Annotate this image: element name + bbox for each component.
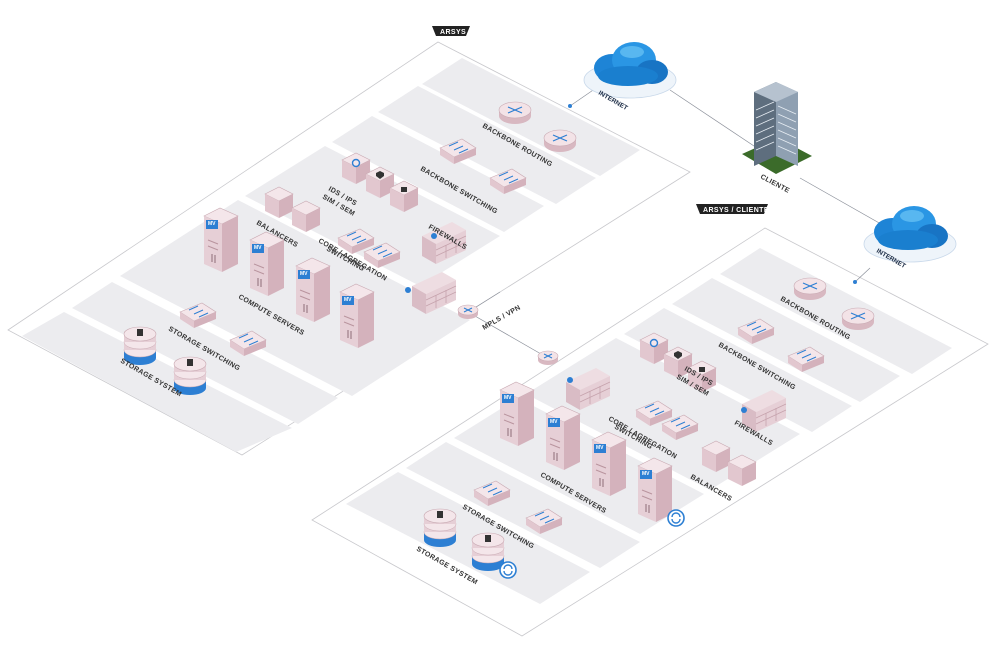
band-storage-switching (72, 282, 338, 424)
fire-icon (405, 287, 411, 293)
router-icon (543, 129, 577, 153)
fire-icon (567, 377, 573, 383)
shield-glyph-icon (674, 351, 682, 359)
band-backbone-switching (378, 86, 596, 204)
mpls-router-icon (457, 304, 479, 320)
band-storage-system (22, 312, 292, 452)
database-icon (423, 508, 457, 548)
shield-glyph-icon (376, 171, 384, 179)
band-security-r (624, 308, 852, 432)
server-icon (499, 381, 535, 447)
band-security (332, 116, 544, 232)
vm-badge: MV (344, 297, 352, 303)
tag-arsys-cliente-label: ARSYS / CLIENTE (703, 207, 769, 214)
tag-arsys-cliente: ARSYS / CLIENTE (696, 204, 769, 214)
cliente-label: CLIENTE (759, 174, 791, 195)
vm-badge: MV (642, 471, 650, 477)
fire-icon (741, 407, 747, 413)
server-icon (591, 431, 627, 497)
database-icon (471, 532, 505, 572)
building-icon: CLIENTE (742, 82, 812, 195)
vm-badge: MV (208, 221, 216, 227)
server-icon (545, 405, 581, 471)
vm-badge: MV (504, 395, 512, 401)
router-icon (793, 277, 827, 301)
sync-icon (667, 509, 685, 527)
band-backbone-routing-r (720, 248, 952, 374)
server-icon (249, 231, 285, 297)
server-icon (203, 207, 239, 273)
band-storage-system-r (346, 472, 590, 604)
cloud-icon: INTERNET (583, 42, 677, 112)
vm-badge: MV (300, 271, 308, 277)
router-icon (498, 101, 532, 125)
search-icon (351, 158, 361, 168)
server-icon (339, 283, 375, 349)
band-backbone-routing (422, 58, 640, 176)
tag-arsys-label: ARSYS (440, 29, 466, 36)
link-dot (853, 280, 857, 284)
mpls-router-icon (537, 350, 559, 366)
lock-glyph-icon (401, 187, 407, 192)
vm-badge: MV (596, 445, 604, 451)
link-dot (568, 104, 572, 108)
mpls-label: MPLS / VPN (482, 304, 522, 331)
band-backbone-switching-r (672, 278, 900, 402)
sync-icon (499, 561, 517, 579)
cloud-icon: INTERNET (863, 206, 957, 270)
tag-arsys: ARSYS (432, 26, 470, 36)
vm-badge: MV (254, 245, 262, 251)
server-icon (637, 457, 673, 523)
router-icon (841, 307, 875, 331)
band-storage-switching-r (406, 442, 640, 568)
server-icon (295, 257, 331, 323)
database-icon (123, 326, 157, 366)
search-icon (649, 338, 659, 348)
vm-badge: MV (550, 419, 558, 425)
fire-icon (431, 233, 437, 239)
lock-glyph-icon (699, 367, 705, 372)
